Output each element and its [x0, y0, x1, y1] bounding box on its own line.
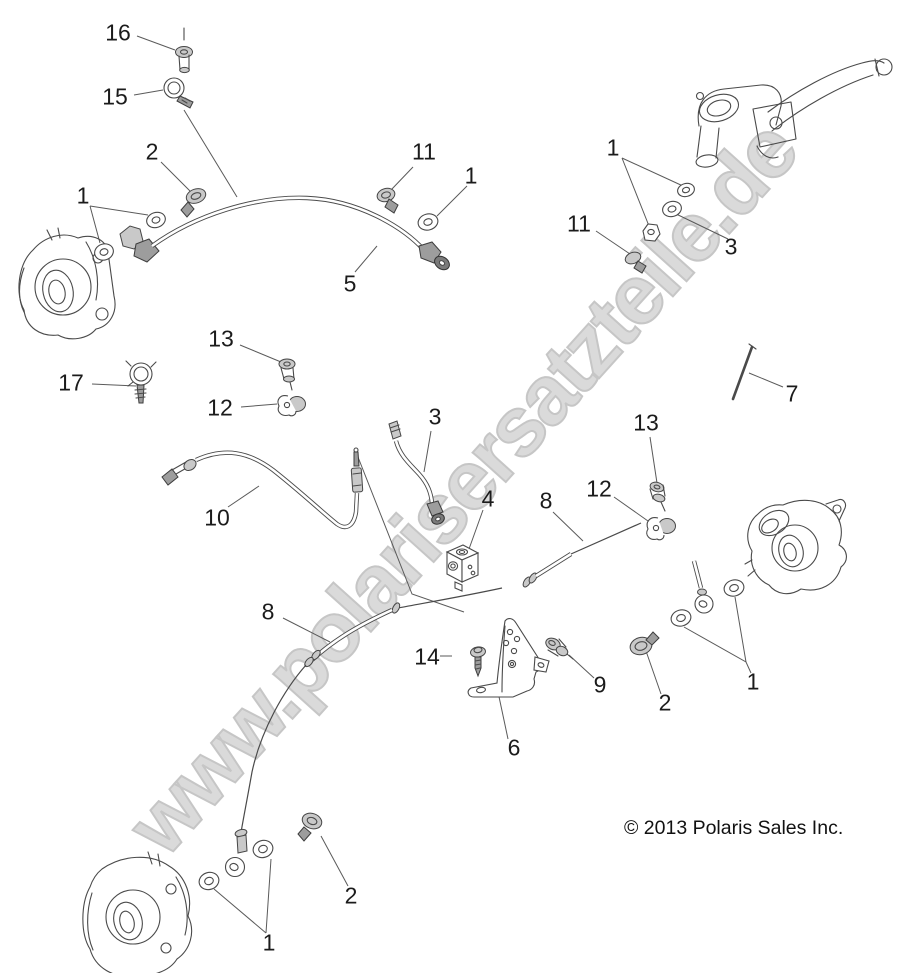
hose-8-upper: [522, 522, 642, 588]
callout-12a: 12: [207, 394, 233, 421]
callout-11b: 11: [567, 210, 591, 237]
callout-1c: 1: [606, 134, 620, 161]
washer-1-rear-left-b: [252, 839, 274, 859]
callout-16: 16: [105, 19, 131, 46]
rear-brake-line-8: [224, 587, 503, 878]
callout-1a: 1: [76, 182, 90, 209]
callout-13a: 13: [208, 325, 234, 352]
callout-4: 4: [481, 485, 495, 512]
washer-1-rear-right-a: [670, 609, 692, 627]
clamp-17: [125, 360, 157, 404]
front-brake-line-5: [119, 195, 450, 271]
master-cylinder-assembly: [695, 58, 893, 168]
bolt-11-front: [376, 187, 399, 214]
callout-13b: 13: [633, 409, 659, 436]
rod-7: [731, 343, 757, 401]
callout-2b: 2: [658, 689, 672, 716]
washer-1-front-b: [94, 243, 114, 261]
junction-block-4: [445, 544, 480, 592]
callout-8a: 8: [539, 487, 553, 514]
hose-end-rear-right: [691, 560, 714, 614]
washer-1-rear-left-a: [198, 871, 220, 891]
callout-17: 17: [58, 369, 84, 396]
screw-13-left: [278, 358, 296, 391]
washer-1-rear-right-b: [723, 579, 745, 597]
callout-8b: 8: [261, 598, 275, 625]
callout-10: 10: [204, 504, 230, 531]
clamp-15: [163, 77, 194, 109]
banjo-bolt-2-rear-left: [297, 812, 323, 842]
screw-13-right: [649, 481, 666, 512]
callout-2a: 2: [145, 138, 159, 165]
banjo-bolt-2-rear-right: [629, 631, 660, 656]
rear-right-caliper: [744, 499, 847, 595]
callout-3a: 3: [724, 233, 738, 260]
front-brake-line-10: [161, 447, 364, 530]
screw-14: [470, 646, 486, 678]
front-left-caliper: [18, 227, 116, 340]
washer-1-mc-b: [662, 200, 682, 218]
callout-12b: 12: [586, 475, 612, 502]
brake-line-3: [388, 420, 445, 525]
callout-9: 9: [593, 671, 607, 698]
washer-1-front-a: [146, 211, 166, 229]
callout-7: 7: [785, 380, 799, 407]
callout-2c: 2: [344, 882, 358, 909]
callout-15: 15: [102, 83, 128, 110]
washer-1-front-c: [417, 213, 439, 231]
clip-12-right: [646, 517, 676, 541]
mounting-bracket-6: [467, 618, 550, 698]
callout-6: 6: [507, 734, 521, 761]
bolt-11-mc: [624, 251, 647, 274]
screw-16: [175, 27, 193, 74]
callout-1d: 1: [746, 668, 760, 695]
callout-11a: 11: [412, 138, 436, 165]
banjo-bolt-2-front: [180, 188, 207, 218]
callout-1e: 1: [262, 929, 276, 956]
clip-12-left: [277, 395, 306, 417]
leader-lines: [89, 35, 784, 934]
nut-3-mc: [642, 223, 661, 242]
callout-14: 14: [414, 643, 440, 670]
callout-5: 5: [343, 270, 357, 297]
washer-1-mc-a: [677, 182, 695, 198]
callout-3b: 3: [428, 403, 442, 430]
rear-left-caliper: [82, 851, 193, 973]
screw-9: [545, 637, 574, 660]
copyright-text: © 2013 Polaris Sales Inc.: [624, 817, 844, 839]
callout-1b: 1: [464, 162, 478, 189]
